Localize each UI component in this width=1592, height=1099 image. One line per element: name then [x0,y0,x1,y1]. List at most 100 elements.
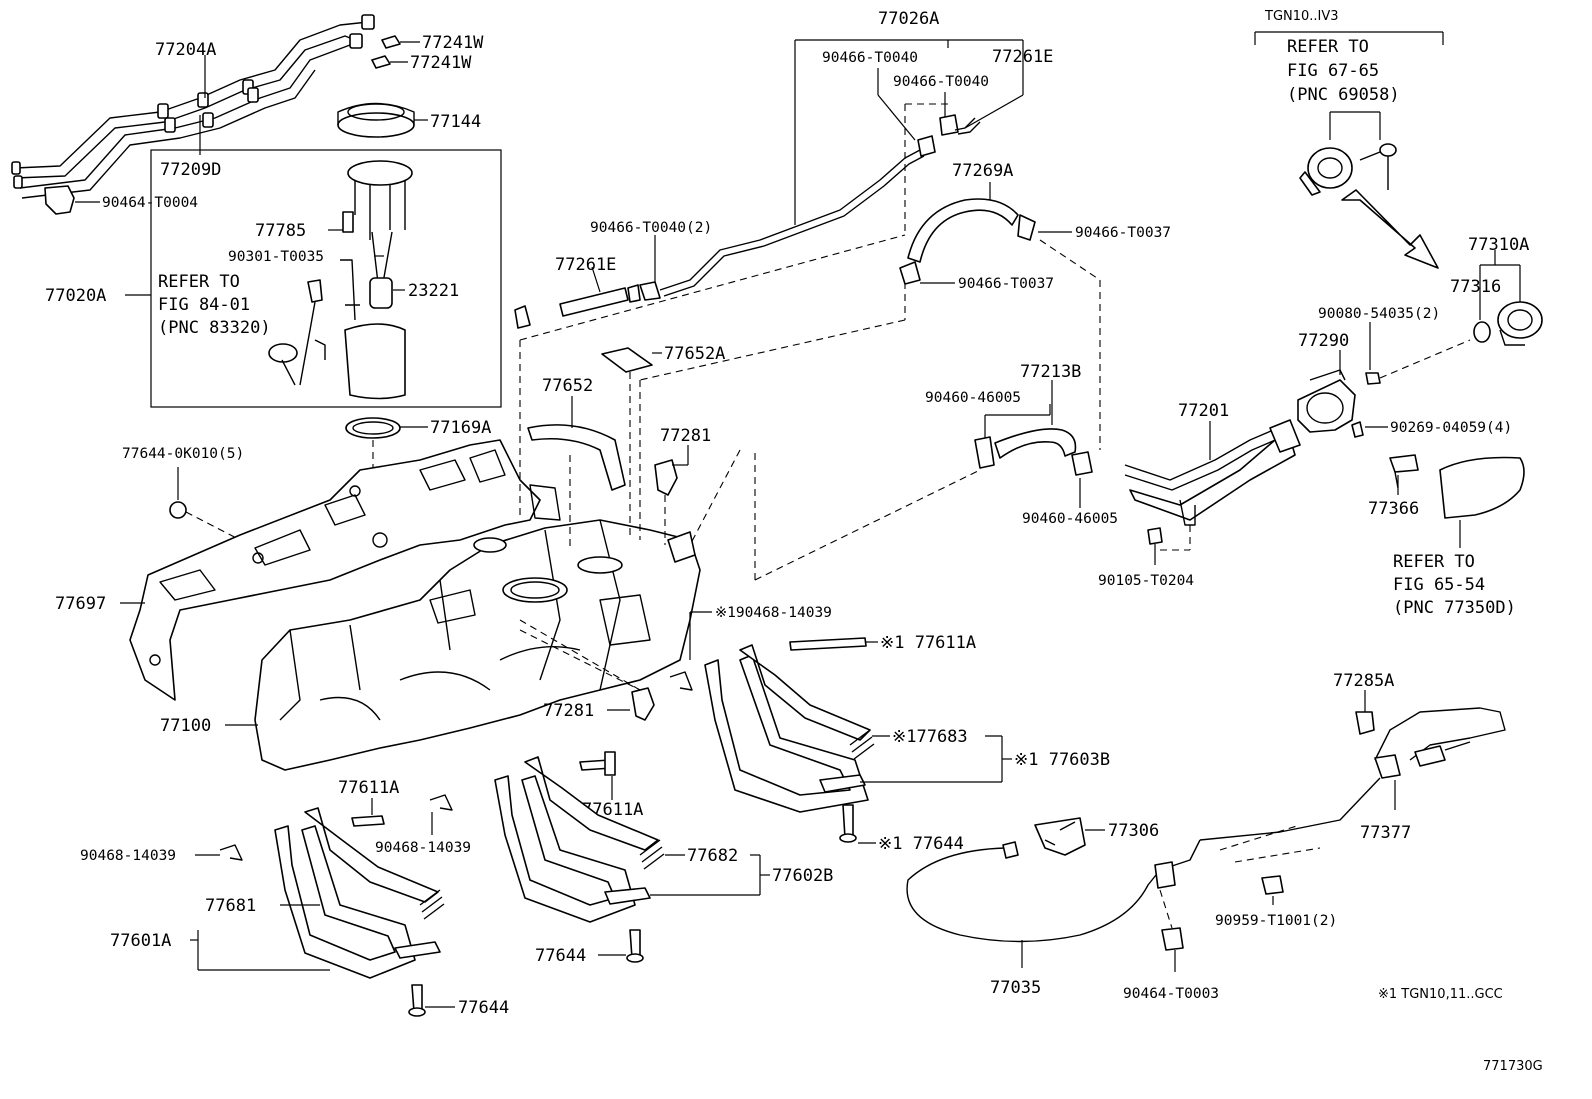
cap-refer-line2: FIG 67-65 [1287,61,1379,81]
label-77144: 77144 [430,112,481,132]
tank-protector-77697 [129,439,561,701]
clamp-77281-top [654,459,678,496]
footnote: ※1 TGN10,11..GCC [1378,987,1503,1002]
label-77241W-upper: 77241W [422,33,484,53]
label-90464-T0003: 90464-T0003 [1123,986,1219,1002]
label-90468-14039-mid: 90468-14039 [375,840,471,856]
label-77682: 77682 [687,846,738,866]
label-77652A: 77652A [664,344,725,364]
pump-refer-line3: (PNC 83320) [158,318,271,338]
label-77377: 77377 [1360,823,1411,843]
gasket-77316 [1473,321,1491,343]
label-77269A: 77269A [952,161,1013,181]
label-90301-T0035: 90301-T0035 [228,249,324,265]
sheet-77652A [601,347,653,373]
label-23221: 23221 [408,281,459,301]
label-77366: 77366 [1368,499,1419,519]
label-77644-mid: 77644 [535,946,586,966]
strap-77603B [704,644,875,813]
figure-id: 771730G [1483,1059,1543,1074]
retainer-ring-77144 [337,102,415,138]
label-90466-T0040-a: 90466-T0040 [822,50,918,66]
label-77285A: 77285A [1333,671,1394,691]
label-77213B: 77213B [1020,362,1081,382]
label-77644-x1: ※1 77644 [878,834,964,854]
label-90105-T0204: 90105-T0204 [1098,573,1194,589]
filler-housing-77290 [1297,369,1356,433]
pump-refer-line2: FIG 84-01 [158,295,250,315]
label-77201: 77201 [1178,401,1229,421]
label-90466-T0040-b: 90466-T0040 [893,74,989,90]
label-77611A-left: 77611A [338,778,399,798]
hose-77213B [994,428,1077,459]
label-77310A: 77310A [1468,235,1529,255]
label-77683-x1: ※177683 [892,727,968,747]
label-77169A: 77169A [430,418,491,438]
label-77602B: 77602B [772,866,833,886]
cap-refer-line1: REFER TO [1287,37,1369,57]
door-refer-line1: REFER TO [1393,552,1475,572]
fuel-pump-refer-box [150,149,502,408]
label-90460-46005-b: 90460-46005 [1022,511,1118,527]
label-77026A: 77026A [878,9,939,29]
label-77209D: 77209D [160,160,221,180]
door-refer-line3: (PNC 77350D) [1393,598,1516,618]
fuel-door-hinge-77366 [1389,454,1419,489]
model-tag: TGN10..IV3 [1264,9,1339,24]
label-90466-T0037-a: 90466-T0037 [1075,225,1171,241]
label-77100: 77100 [160,716,211,736]
label-77281-top: 77281 [660,426,711,446]
opener-cable-77377 [1199,707,1506,841]
label-90460-46005-a: 90460-46005 [925,390,1021,406]
fuel-cap-77310A [1497,301,1543,346]
label-90468-14039-x1: ※190468-14039 [715,605,832,621]
label-90468-14039-left: 90468-14039 [80,848,176,864]
pump-refer-line1: REFER TO [158,272,240,292]
clamp-77281-bottom [631,687,655,721]
cap-refer-line3: (PNC 69058) [1287,85,1400,105]
label-77261E-top: 77261E [992,47,1053,67]
label-90464-T0004: 90464-T0004 [102,195,198,211]
strap-77602B [494,756,665,923]
locking-cap [1299,143,1397,196]
strap-77601A [274,807,445,979]
fuel-pump-assembly [268,160,413,400]
fuel-tank-77100 [254,519,701,771]
label-90959-T1001: 90959-T1001(2) [1215,913,1337,929]
vent-tube-77026A [659,114,981,297]
hose-77269A [899,198,1036,285]
label-77035: 77035 [990,978,1041,998]
label-77316: 77316 [1450,277,1501,297]
label-77261E-left: 77261E [555,255,616,275]
label-77601A: 77601A [110,931,171,951]
label-77020A: 77020A [45,286,106,306]
label-77241W-lower: 77241W [410,53,472,73]
label-77644-bottom: 77644 [458,998,509,1018]
label-90269-04059: 90269-04059(4) [1390,420,1512,436]
label-77306: 77306 [1108,821,1159,841]
label-77681: 77681 [205,896,256,916]
label-77204A: 77204A [155,40,216,60]
label-77785: 77785 [255,221,306,241]
label-90466-T0040-2: 90466-T0040(2) [590,220,712,236]
label-90466-T0037-b: 90466-T0037 [958,276,1054,292]
label-77652: 77652 [542,376,593,396]
fuel-door [1439,456,1525,519]
label-77290: 77290 [1298,331,1349,351]
filler-pipe-77201 [1124,419,1301,526]
label-77644-0K010: 77644-0K010(5) [122,446,244,462]
label-77611A-x1: ※1 77611A [880,633,976,653]
opener-cable-77035 [906,839,1201,943]
opener-lever-77306 [1034,817,1086,856]
label-77697: 77697 [55,594,106,614]
label-90080-54035: 90080-54035(2) [1318,306,1440,322]
gasket-77169A [345,417,401,439]
tube-77261E-left [559,284,641,317]
protector-77652 [527,424,626,491]
label-77603B-x1: ※1 77603B [1014,750,1110,770]
door-refer-line2: FIG 65-54 [1393,575,1485,595]
arrow-icon [1341,189,1439,269]
label-77281-bottom: 77281 [543,701,594,721]
fuel-line-assembly [11,14,375,199]
